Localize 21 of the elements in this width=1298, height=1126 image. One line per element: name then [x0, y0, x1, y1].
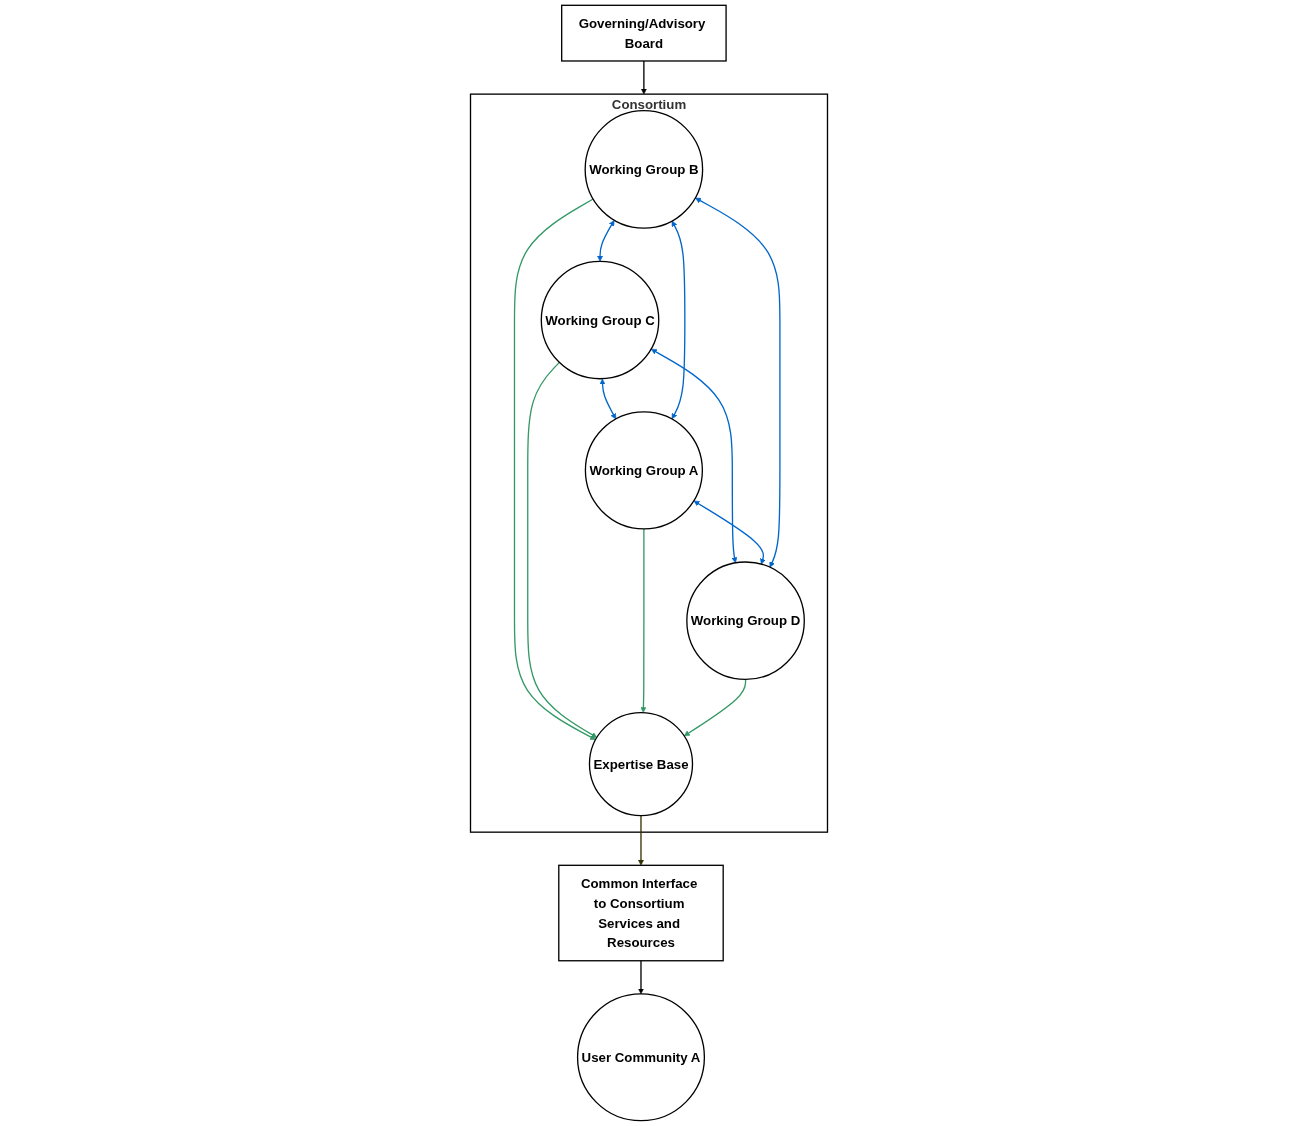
- node-circle: Working Group A: [584, 411, 704, 530]
- node-circle: Expertise Base: [588, 711, 694, 817]
- arrow: [671, 220, 686, 420]
- arrow: [527, 361, 598, 738]
- node-circle: User Community A: [576, 993, 706, 1122]
- arrow: [599, 378, 617, 420]
- node-circle: Working Group C: [540, 260, 660, 380]
- arrow: [638, 960, 644, 995]
- arrow: [640, 528, 647, 713]
- arrow: [693, 500, 766, 565]
- node-box: Common Interface to Consortium Services and Resources: [558, 864, 724, 962]
- node-circle: Working Group D: [686, 561, 805, 681]
- node-circle: Working Group B: [584, 110, 704, 229]
- arrow: [651, 348, 738, 564]
- arrow: [640, 60, 647, 95]
- arrow: [695, 197, 781, 568]
- node-box: Governing/Advisory Board: [561, 4, 727, 62]
- arrow: [597, 220, 615, 262]
- arrow: [683, 678, 747, 737]
- arrow: [638, 814, 644, 866]
- arrow: [513, 198, 596, 740]
